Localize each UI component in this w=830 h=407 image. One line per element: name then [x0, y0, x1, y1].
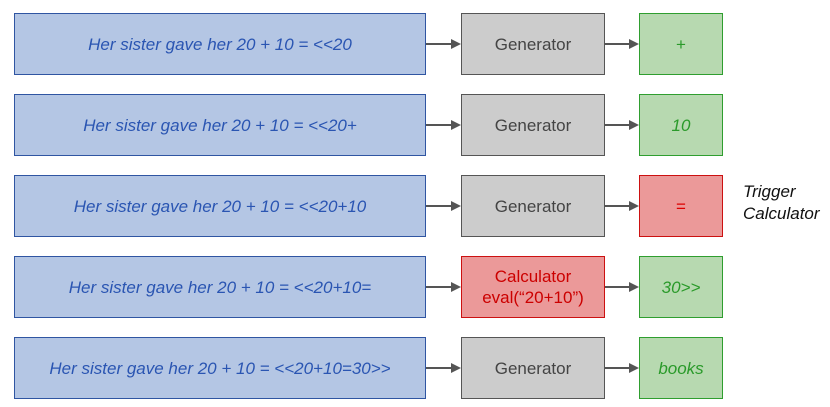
output-token-1: +	[676, 34, 686, 54]
generator-box-3: Generator	[461, 175, 605, 237]
prompt-box-5: Her sister gave her 20 + 10 = <<20+10=30…	[14, 337, 426, 399]
step-row-5: Her sister gave her 20 + 10 = <<20+10=30…	[0, 337, 830, 399]
output-token-box-4: 30>>	[639, 256, 723, 318]
trigger-calculator-annotation: Trigger Calculator	[743, 181, 830, 225]
step-row-4: Her sister gave her 20 + 10 = <<20+10= C…	[0, 256, 830, 318]
annotation-line-2: Calculator	[743, 204, 820, 223]
output-token-box-1: +	[639, 13, 723, 75]
step-row-2: Her sister gave her 20 + 10 = <<20+ Gene…	[0, 94, 830, 156]
generator-label-1: Generator	[494, 34, 572, 54]
prompt-text-2: Her sister gave her 20 + 10 = <<20+	[83, 115, 357, 135]
calculator-box: Calculator eval(“20+10”)	[461, 256, 605, 318]
prompt-text-3: Her sister gave her 20 + 10 = <<20+10	[73, 196, 367, 216]
prompt-text-4: Her sister gave her 20 + 10 = <<20+10=	[68, 277, 372, 297]
generator-box-1: Generator	[461, 13, 605, 75]
prompt-box-4: Her sister gave her 20 + 10 = <<20+10=	[14, 256, 426, 318]
output-token-box-5: books	[639, 337, 723, 399]
generator-box-5: Generator	[461, 337, 605, 399]
trigger-token-box: =	[639, 175, 723, 237]
generator-label-3: Generator	[494, 196, 572, 216]
generator-label-2: Generator	[494, 115, 572, 135]
generator-box-2: Generator	[461, 94, 605, 156]
output-token-2: 10	[671, 115, 691, 135]
prompt-box-1: Her sister gave her 20 + 10 = <<20	[14, 13, 426, 75]
annotation-line-1: Trigger	[743, 182, 796, 201]
prompt-box-3: Her sister gave her 20 + 10 = <<20+10	[14, 175, 426, 237]
calculator-expression: eval(“20+10”)	[482, 288, 584, 307]
prompt-text-5: Her sister gave her 20 + 10 = <<20+10=30…	[49, 358, 391, 378]
calculator-label: Calculator	[494, 267, 572, 286]
prompt-box-2: Her sister gave her 20 + 10 = <<20+	[14, 94, 426, 156]
prompt-text-1: Her sister gave her 20 + 10 = <<20	[88, 34, 352, 54]
step-row-3: Her sister gave her 20 + 10 = <<20+10 Ge…	[0, 175, 830, 237]
output-token-5: books	[658, 358, 704, 378]
step-row-1: Her sister gave her 20 + 10 = <<20 Gener…	[0, 13, 830, 75]
output-token-4: 30>>	[661, 277, 701, 297]
trigger-token: =	[676, 196, 686, 216]
generator-label-5: Generator	[494, 358, 572, 378]
output-token-box-2: 10	[639, 94, 723, 156]
